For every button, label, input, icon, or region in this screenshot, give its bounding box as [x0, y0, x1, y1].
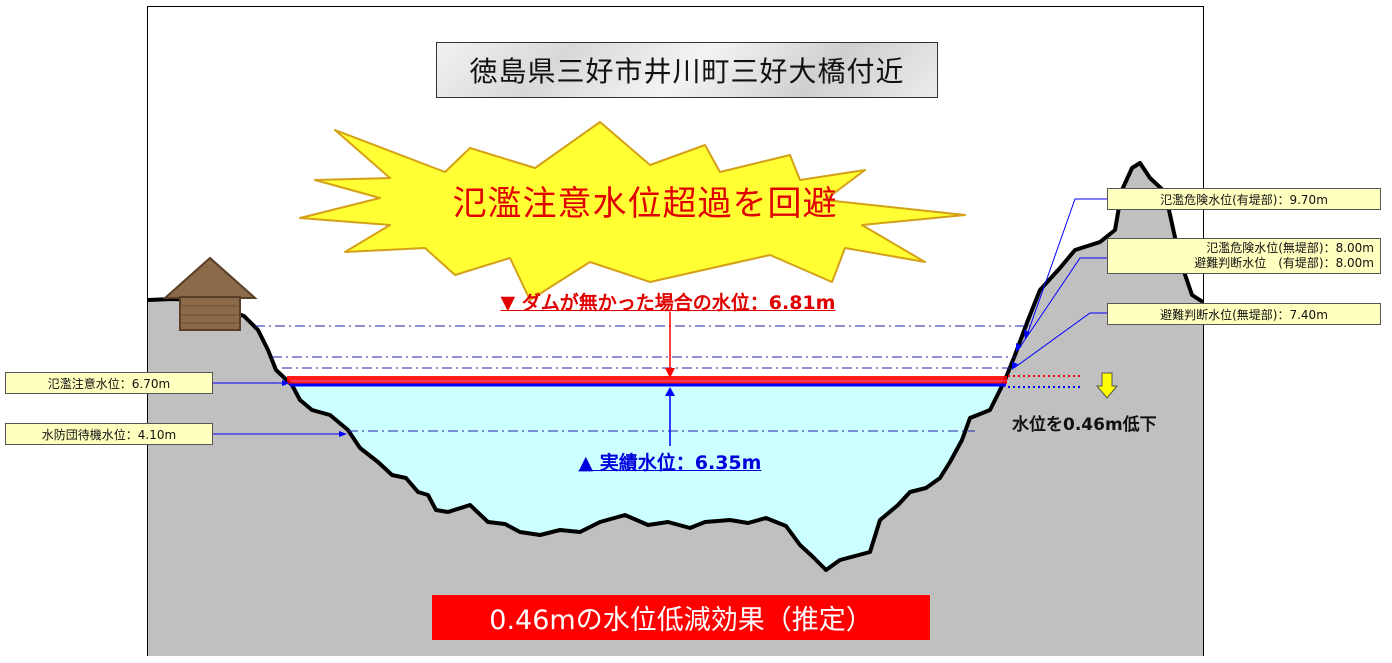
- label-standby: 水防団待機水位：4.10m: [5, 423, 213, 445]
- ground-outline: [147, 161, 1205, 572]
- label-danger-evac-box: 氾濫危険水位(無堤部)：8.00m 避難判断水位 (有堤部)：8.00m: [1107, 238, 1381, 274]
- label-evac-with-levee: 避難判断水位 (有堤部)：8.00m: [1194, 256, 1374, 270]
- label-evac-no-levee: 避難判断水位(無堤部)：7.40m: [1107, 303, 1381, 325]
- effect-banner: 0.46mの水位低減効果（推定）: [432, 595, 930, 640]
- burst-shape: [299, 121, 966, 301]
- burst-message: 氾濫注意水位超過を回避: [452, 184, 838, 224]
- label-caution: 氾濫注意水位：6.70m: [5, 372, 213, 394]
- ground-terrain: [148, 163, 1203, 656]
- no-dam-level-label: ▼ ダムが無かった場合の水位：6.81m: [500, 292, 836, 314]
- down-arrow-icon: [1096, 372, 1118, 399]
- label-danger-with-levee: 氾濫危険水位(有堤部)：9.70m: [1107, 188, 1381, 210]
- house-icon: [162, 256, 258, 331]
- no-dam-water-band: [287, 376, 1007, 384]
- location-title: 徳島県三好市井川町三好大橋付近: [436, 42, 938, 98]
- level-drop-text: 水位を0.46m低下: [1012, 415, 1157, 435]
- actual-level-label: ▲ 実績水位：6.35m: [578, 452, 762, 474]
- label-danger-no-levee: 氾濫危険水位(無堤部)：8.00m: [1206, 241, 1374, 255]
